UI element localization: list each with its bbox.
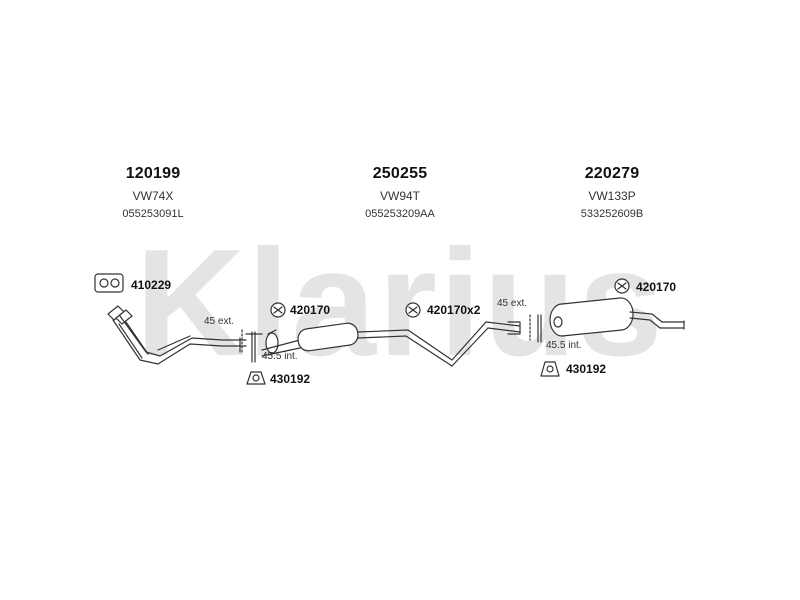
part-reference: 055253209AA — [365, 208, 435, 220]
clamp-right-icon — [614, 278, 630, 294]
part-code: VW94T — [379, 189, 420, 203]
right-ext-dimension: 45 ext. — [497, 298, 528, 309]
part-header-3: 220279 VW133P 533252609B — [532, 165, 692, 220]
clamp-right-label: 420170 — [636, 280, 677, 294]
part-code: VW133P — [588, 189, 636, 203]
gasket-icon — [94, 273, 124, 293]
gasket-label: 410229 — [131, 278, 172, 292]
left-joint — [241, 329, 263, 363]
clamp-middle-icon — [405, 302, 421, 318]
part-header-2: 250255 VW94T 055253209AA — [320, 165, 480, 220]
part-reference: 055253091L — [122, 208, 184, 220]
part-reference: 533252609B — [580, 208, 644, 220]
hanger-left-icon — [246, 371, 266, 385]
left-ext-dimension: 45 ext. — [204, 316, 235, 327]
hanger-right-label: 430192 — [566, 362, 607, 376]
part-number: 250255 — [372, 165, 428, 182]
left-int-dimension: 45.5 int. — [262, 351, 298, 362]
clamp-middle-label: 420170x2 — [427, 303, 481, 317]
clamp-left-joint-icon — [265, 329, 279, 354]
right-int-dimension: 45.5 int. — [546, 340, 582, 351]
clamp-left-label: 420170 — [290, 303, 331, 317]
right-joint — [529, 314, 542, 343]
clamp-left-icon — [270, 302, 286, 318]
rear-silencer — [549, 297, 685, 337]
front-pipe — [107, 305, 247, 365]
part-number: 120199 — [125, 165, 181, 182]
middle-silencer — [261, 321, 521, 367]
hanger-left-label: 430192 — [270, 372, 311, 386]
part-header-1: 120199 VW74X 055253091L — [73, 165, 233, 220]
part-code: VW74X — [132, 189, 174, 203]
hanger-right-icon — [540, 361, 560, 377]
part-number: 220279 — [584, 165, 640, 182]
